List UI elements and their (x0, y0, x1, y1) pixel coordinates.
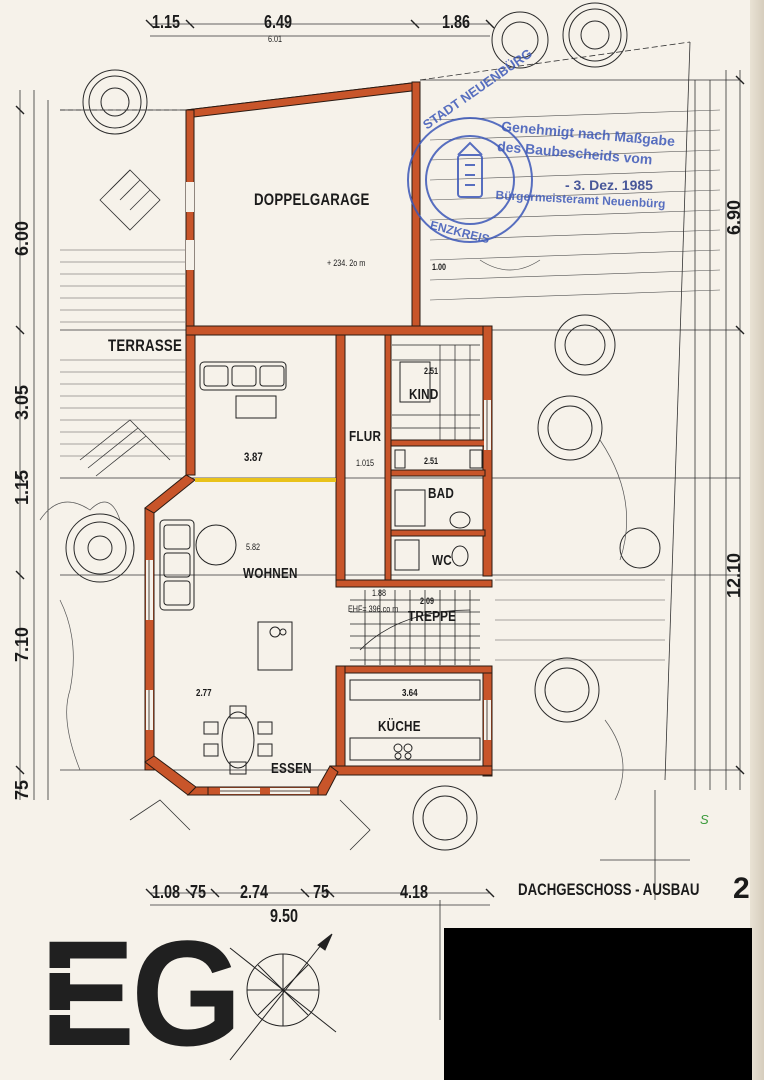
room-label-treppe: TREPPE (408, 608, 457, 625)
dimension-lines (19, 23, 741, 1020)
window-glass (148, 400, 488, 792)
plan-title: DACHGESCHOSS - AUSBAU (518, 880, 700, 899)
garage-level: + 234. 2o m (327, 258, 366, 268)
dim-efh-level: EHF= 396.co m (348, 604, 399, 614)
house-walls (144, 325, 493, 796)
dim-wohnen-inner: 5.82 (246, 542, 261, 552)
dim-bottom-c: 2.74 (240, 882, 269, 902)
handwritten-mark: S (700, 812, 709, 827)
page-number: 2 (733, 872, 750, 905)
terrace-stairs (79, 169, 371, 851)
terrace-planks (60, 249, 185, 457)
dim-bottom-b: 75 (190, 882, 207, 902)
dim-bottom-d: 75 (313, 882, 330, 902)
room-label-wohnen: WOHNEN (243, 565, 298, 582)
stencil-gap-2 (40, 1010, 110, 1015)
shrubs (39, 259, 628, 801)
window-gaps (146, 400, 491, 794)
dim-left-5: 75 (12, 779, 32, 800)
dim-wohnen-width: 3.87 (244, 450, 263, 464)
floor-code: EG (40, 909, 242, 1077)
room-label-bad: BAD (428, 485, 455, 502)
dim-treppe: 1.88 (372, 588, 387, 598)
room-label-flur: FLUR (349, 428, 382, 445)
dim-left-1: 6.00 (12, 220, 32, 256)
room-label-doppelgarage: DOPPELGARAGE (254, 190, 370, 209)
dim-kind-width: 2.51 (424, 366, 439, 376)
dim-bad-width: 2.51 (424, 456, 439, 466)
dim-right-2: 12.10 (724, 552, 744, 598)
dim-bottom-a: 1.08 (152, 882, 181, 902)
room-label-essen: ESSEN (271, 760, 312, 777)
dim-top-mid: 6.49 (264, 12, 293, 32)
dim-left-3: 1.15 (12, 469, 32, 505)
dim-top-left: 1.15 (152, 12, 181, 32)
redacted-block (444, 928, 752, 1080)
official-stamp (407, 117, 533, 243)
room-label-wc: WC (432, 552, 452, 569)
flur-stair (392, 344, 480, 440)
dim-garage-side: 1.00 (432, 262, 447, 272)
page-edge (750, 0, 764, 1080)
right-terrace-planks (429, 109, 721, 661)
dim-treppe-width: 2.09 (420, 596, 435, 606)
room-label-terrasse: TERRASSE (108, 336, 183, 355)
property-lines (60, 41, 691, 781)
dim-left-2: 3.05 (12, 384, 32, 420)
stamp-date: - 3. Dez. 1985 (565, 177, 653, 193)
room-label-kueche: KÜCHE (378, 718, 421, 735)
dim-bottom-e: 4.18 (400, 882, 429, 902)
staircase (350, 590, 480, 665)
dim-right-1: 6.90 (724, 199, 744, 235)
dim-bottom-total: 9.50 (270, 906, 299, 926)
dim-left-4: 7.10 (12, 626, 32, 662)
dim-flur: 1.015 (356, 458, 375, 468)
dim-essen-width: 2.77 (196, 688, 212, 699)
compass-icon (229, 933, 337, 1061)
dimension-ticks (15, 19, 745, 898)
trees (65, 2, 661, 851)
furniture (159, 361, 483, 775)
room-label-kind: KIND (409, 386, 439, 403)
dim-top-mid-inner: 6.01 (268, 34, 283, 44)
dim-top-right: 1.86 (442, 12, 471, 32)
stencil-gap-1 (40, 968, 110, 973)
dim-kueche-width: 3.64 (402, 688, 418, 699)
